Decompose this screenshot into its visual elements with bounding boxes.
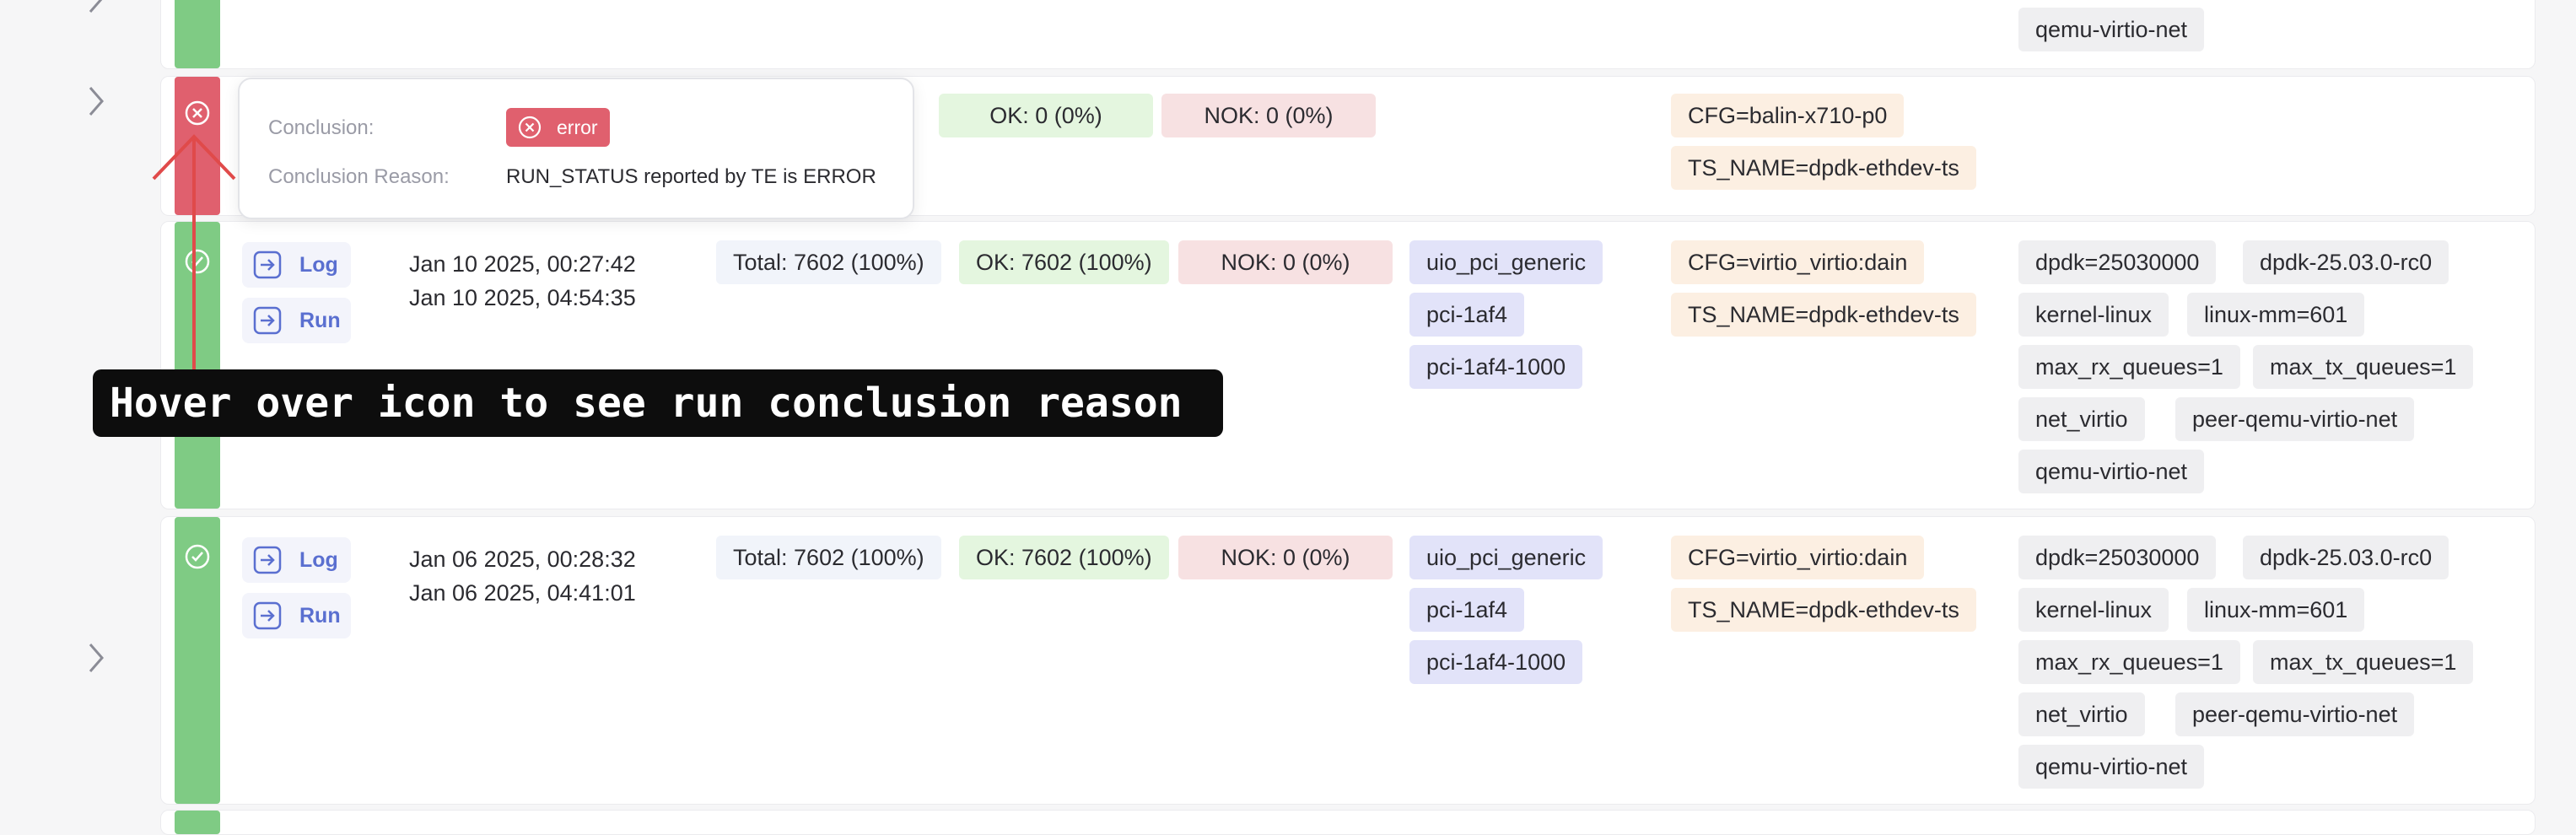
run-status-strip xyxy=(175,222,220,509)
annotation-caption: Hover over icon to see run conclusion re… xyxy=(93,369,1223,437)
nok-count: NOK: 0 (0%) xyxy=(1178,536,1393,579)
driver-tag: pci-1af4 xyxy=(1409,588,1525,632)
log-button-label: Log xyxy=(299,547,338,572)
param-tag: TS_NAME=dpdk-ethdev-ts xyxy=(1671,293,1976,337)
meta-tag: peer-qemu-virtio-net xyxy=(2175,397,2415,441)
row-expand-chevron[interactable] xyxy=(79,0,113,15)
start-date: Jan 06 2025, 00:28:32 xyxy=(409,547,636,572)
meta-tag: qemu-virtio-net xyxy=(2018,450,2205,493)
ok-count: OK: 7602 (100%) xyxy=(959,240,1169,284)
run-row: qemu-virtio-net xyxy=(160,0,2536,69)
run-button[interactable]: Run xyxy=(242,593,351,638)
log-icon xyxy=(253,250,282,279)
log-button[interactable]: Log xyxy=(242,537,351,583)
run-row: Log Run Jan 06 2025, 00:28:32 Jan 06 202… xyxy=(160,516,2536,805)
meta-tag: max_rx_queues=1 xyxy=(2018,640,2240,684)
chevron-right-icon xyxy=(89,644,104,672)
meta-tag: dpdk=25030000 xyxy=(2018,240,2217,284)
run-button[interactable]: Run xyxy=(242,298,351,343)
end-date: Jan 10 2025, 04:54:35 xyxy=(409,285,636,310)
meta-tag: dpdk-25.03.0-rc0 xyxy=(2243,536,2449,579)
driver-tag: pci-1af4-1000 xyxy=(1409,640,1583,684)
nok-count: NOK: 0 (0%) xyxy=(1161,94,1376,137)
param-tag: CFG=balin-x710-p0 xyxy=(1671,94,1905,137)
param-tag: TS_NAME=dpdk-ethdev-ts xyxy=(1671,146,1976,190)
conclusion-reason-value: RUN_STATUS reported by TE is ERROR xyxy=(506,165,876,188)
meta-tag: net_virtio xyxy=(2018,397,2145,441)
meta-tag: linux-mm=601 xyxy=(2187,293,2365,337)
run-status-strip xyxy=(175,0,220,68)
run-status-strip xyxy=(175,811,220,834)
log-icon xyxy=(253,546,282,574)
meta-tag: dpdk=25030000 xyxy=(2018,536,2217,579)
meta-tag: net_virtio xyxy=(2018,692,2145,736)
meta-tag: qemu-virtio-net xyxy=(2018,745,2205,789)
log-button-label: Log xyxy=(299,252,338,277)
meta-tag: peer-qemu-virtio-net xyxy=(2175,692,2415,736)
row-expand-chevron[interactable] xyxy=(79,641,113,675)
conclusion-tooltip: Conclusion: error Conclusion Reason: RUN… xyxy=(238,78,914,219)
run-dates: Jan 10 2025, 00:27:42 Jan 10 2025, 04:54… xyxy=(409,247,636,315)
run-status-strip xyxy=(175,77,220,215)
param-tag: TS_NAME=dpdk-ethdev-ts xyxy=(1671,588,1976,632)
run-button-label: Run xyxy=(299,308,341,332)
run-button-label: Run xyxy=(299,603,341,628)
conclusion-badge: error xyxy=(506,108,610,147)
meta-tag: linux-mm=601 xyxy=(2187,588,2365,632)
chevron-right-icon xyxy=(89,0,103,13)
param-tag: CFG=virtio_virtio:dain xyxy=(1671,536,1925,579)
x-circle-icon[interactable] xyxy=(183,99,212,127)
driver-tag: pci-1af4-1000 xyxy=(1409,345,1583,389)
nok-count: NOK: 0 (0%) xyxy=(1178,240,1393,284)
conclusion-label: Conclusion: xyxy=(268,116,375,139)
driver-tag: uio_pci_generic xyxy=(1409,536,1603,579)
run-status-strip xyxy=(175,517,220,804)
log-button[interactable]: Log xyxy=(242,242,351,288)
driver-tag: uio_pci_generic xyxy=(1409,240,1603,284)
meta-tag: kernel-linux xyxy=(2018,588,2169,632)
meta-tag: qemu-virtio-net xyxy=(2018,8,2205,51)
check-circle-icon[interactable] xyxy=(183,542,212,571)
run-row: Log Run Jan 10 2025, 00:27:42 Jan 10 202… xyxy=(160,221,2536,509)
run-row xyxy=(160,810,2536,835)
x-circle-icon xyxy=(518,116,542,139)
row-expand-chevron[interactable] xyxy=(79,84,113,118)
conclusion-reason-label: Conclusion Reason: xyxy=(268,165,450,188)
param-tag: CFG=virtio_virtio:dain xyxy=(1671,240,1925,284)
run-icon xyxy=(253,306,282,335)
chevron-right-icon xyxy=(89,87,104,116)
run-icon xyxy=(253,601,282,630)
run-dates: Jan 06 2025, 00:28:32 Jan 06 2025, 04:41… xyxy=(409,542,636,610)
driver-tag: pci-1af4 xyxy=(1409,293,1525,337)
meta-tag: max_rx_queues=1 xyxy=(2018,345,2240,389)
ok-count: OK: 7602 (100%) xyxy=(959,536,1169,579)
meta-tag: max_tx_queues=1 xyxy=(2253,345,2474,389)
meta-tag: dpdk-25.03.0-rc0 xyxy=(2243,240,2449,284)
meta-tag: kernel-linux xyxy=(2018,293,2169,337)
conclusion-badge-text: error xyxy=(557,116,598,138)
end-date: Jan 06 2025, 04:41:01 xyxy=(409,580,636,606)
annotation-arrow xyxy=(152,134,236,373)
total-count: Total: 7602 (100%) xyxy=(716,240,941,284)
ok-count: OK: 0 (0%) xyxy=(939,94,1153,137)
meta-tag: max_tx_queues=1 xyxy=(2253,640,2474,684)
start-date: Jan 10 2025, 00:27:42 xyxy=(409,251,636,277)
total-count: Total: 7602 (100%) xyxy=(716,536,941,579)
